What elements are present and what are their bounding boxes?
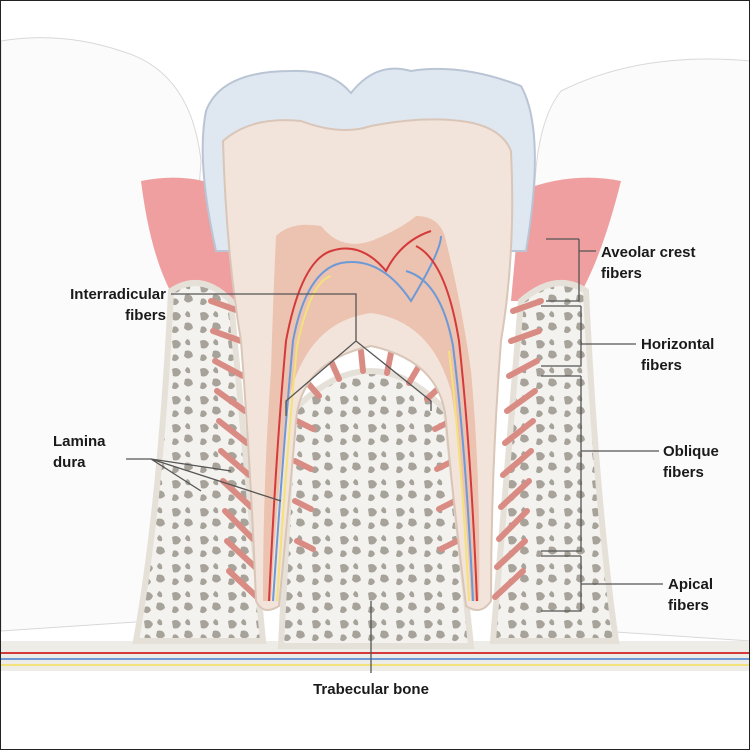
alveolar-bone-right xyxy=(489,280,620,644)
blood-vessels-nerves xyxy=(268,230,478,602)
pulp xyxy=(263,216,480,601)
label-leader-lines xyxy=(126,238,663,673)
label-trabecular-bone: Trabecular bone xyxy=(313,681,429,698)
